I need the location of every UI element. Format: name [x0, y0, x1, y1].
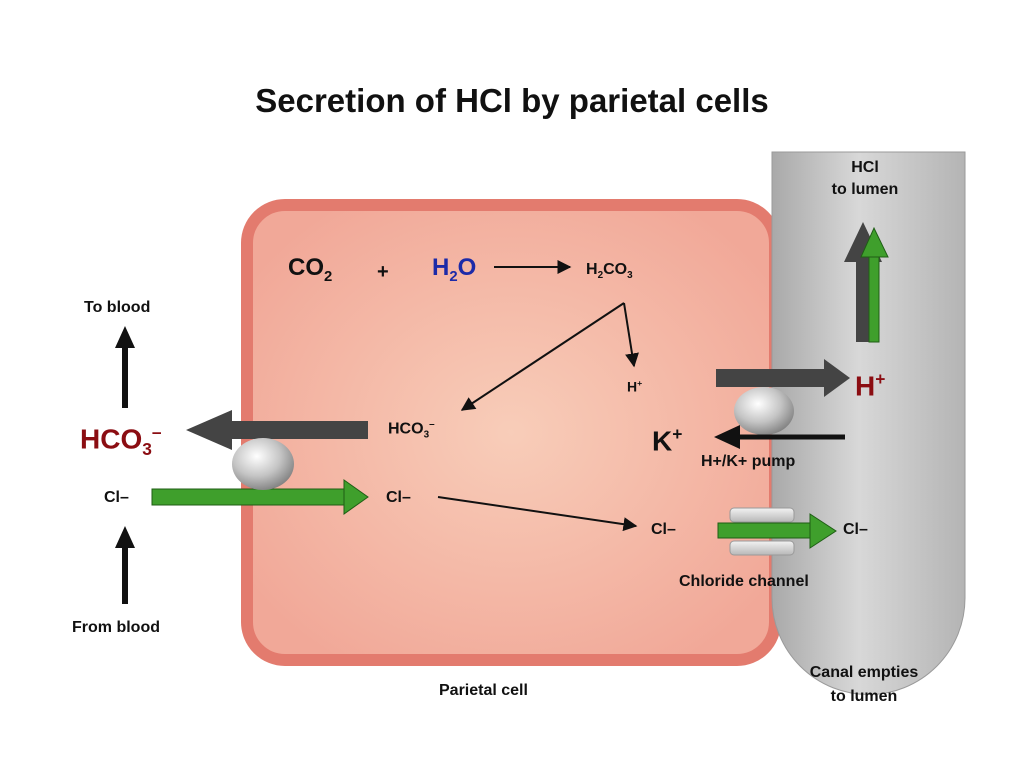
from-blood-label: From blood — [72, 619, 160, 636]
hco3-inside-label: HCO3– — [388, 419, 435, 441]
canal-line-2: to lumen — [830, 688, 898, 705]
co2-label: CO2 — [288, 254, 333, 285]
hcl-green-arrow-head — [860, 226, 889, 258]
h2co3-label: H2CO3 — [586, 261, 633, 282]
canal-label: Canal empties to lumen — [784, 665, 944, 705]
hco3-cl-exchanger — [232, 438, 294, 490]
canal-line-1: Canal empties — [809, 664, 919, 681]
hcl-green-arrow-shaft — [868, 256, 880, 343]
h2co3-to-hco3-arrow — [460, 302, 625, 411]
cl-inside-left-label: Cl– — [386, 489, 411, 506]
chloride-channel-bottom — [729, 540, 795, 556]
cl-inside-right-label: Cl– — [651, 521, 676, 538]
plus-sign: + — [377, 261, 389, 283]
to-blood-label: To blood — [84, 299, 151, 316]
cl-channel-arrow-shaft — [717, 522, 813, 539]
h-plus-cell-label: H+ — [627, 378, 643, 395]
page-title: Secretion of HCl by parietal cells — [255, 82, 769, 119]
chloride-channel-label: Chloride channel — [679, 573, 809, 590]
hcl-label: HCl to lumen — [815, 160, 915, 198]
k-plus-label: K+ — [652, 424, 683, 457]
cl-channel-arrow-head — [809, 513, 837, 549]
hco3-outside-label: HCO3– — [80, 422, 162, 459]
h-plus-exit-arrow-head — [824, 359, 850, 397]
cl-entry-arrow-shaft — [151, 488, 347, 506]
hcl-line-1: HCl — [851, 159, 879, 176]
hco3-exit-arrow-head — [186, 410, 232, 450]
h2o-label: H2O — [432, 254, 477, 285]
h-plus-exit-arrow-shaft — [716, 369, 826, 387]
h-plus-lumen-label: H+ — [855, 369, 886, 402]
h-k-pump-oval — [734, 387, 794, 435]
hcl-dark-arrow-shaft — [856, 262, 870, 342]
cl-cross-cell-arrow — [437, 496, 638, 532]
chloride-channel-top — [729, 507, 795, 523]
hcl-line-2: to lumen — [831, 181, 899, 198]
pump-label: H+/K+ pump — [701, 453, 796, 470]
parietal-cell-label: Parietal cell — [439, 682, 528, 699]
cl-outside-label: Cl– — [104, 489, 129, 506]
canal-tube — [771, 151, 966, 695]
k-plus-entry-arrow-head — [714, 425, 740, 449]
hco3-exit-arrow-shaft — [230, 421, 368, 439]
cl-lumen-label: Cl– — [843, 521, 868, 538]
h2co3-to-h-plus-arrow — [623, 302, 639, 368]
cl-entry-arrow-head — [343, 479, 369, 515]
to-blood-arrow-head — [115, 326, 135, 348]
from-blood-arrow-head — [115, 526, 135, 548]
